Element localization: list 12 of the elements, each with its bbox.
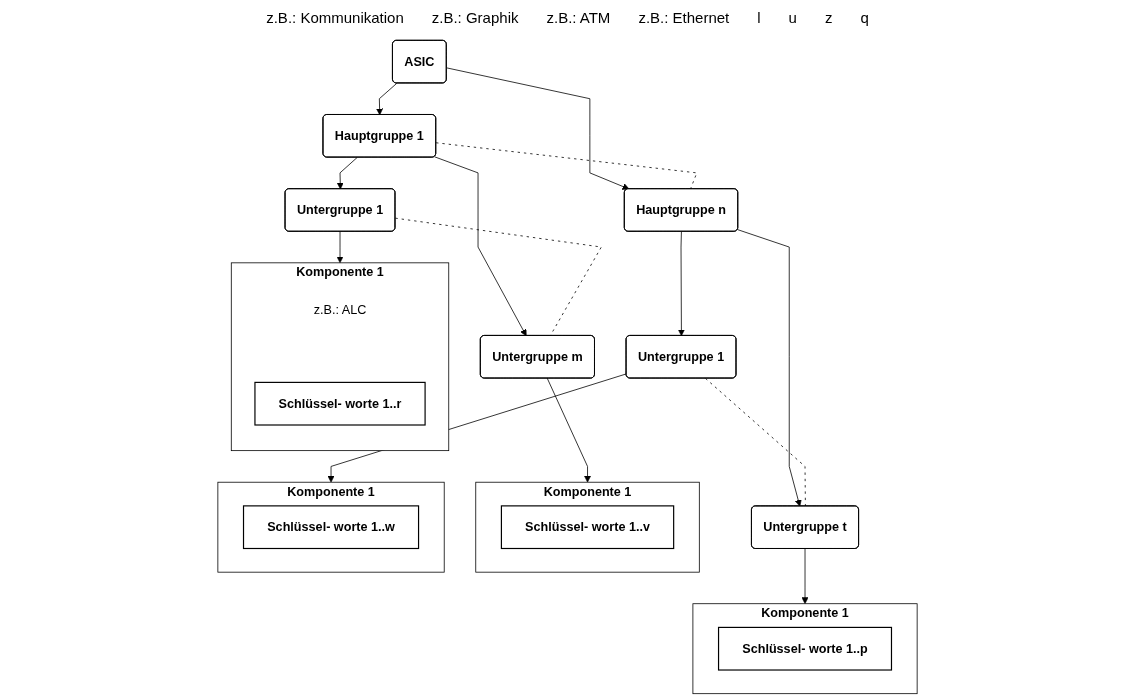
note-label: l (757, 8, 761, 26)
note-label: z.B.: Kommunikation (266, 8, 404, 26)
note-label: q (860, 8, 869, 26)
node-box: Schlüssel- worte 1..p (717, 626, 893, 671)
note-label: z.B.: ATM (546, 8, 611, 26)
node-box: Schlüssel- worte 1..w (242, 505, 420, 550)
node-box: Schlüssel- worte 1..v (500, 505, 675, 550)
note-label: z.B.: Graphik (431, 8, 519, 26)
note-label: u (788, 8, 797, 26)
node-box: Schlüssel- worte 1..r (254, 381, 426, 426)
note-label: z.B.: Ethernet (638, 8, 730, 26)
note-label: z (824, 8, 833, 26)
